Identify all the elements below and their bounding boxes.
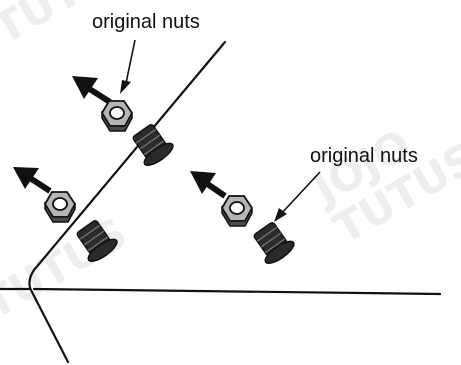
panel-edge-diagonal: [28, 40, 227, 364]
arrow-icon: [13, 167, 52, 194]
hex-nut-icon: [100, 100, 134, 132]
pointer-line-right: [274, 171, 321, 222]
arrow-icon: [72, 76, 112, 105]
label-original-nuts-right: original nuts: [310, 145, 418, 167]
removal-arrows: [13, 76, 227, 199]
watermark-text-3: TUTUS: [0, 208, 135, 328]
panel-edge-horizontal: [32, 287, 442, 296]
bolt-icon: [132, 124, 174, 166]
pointer-line-top: [120, 39, 136, 94]
bolt-icon: [253, 222, 295, 264]
panel-outline: [0, 40, 442, 364]
hex-nut-icon: [43, 191, 77, 223]
arrow-icon: [190, 171, 227, 199]
bolt-icon: [76, 220, 118, 262]
label-original-nuts-top: original nuts: [92, 11, 200, 33]
hex-nut-icon: [220, 195, 254, 227]
